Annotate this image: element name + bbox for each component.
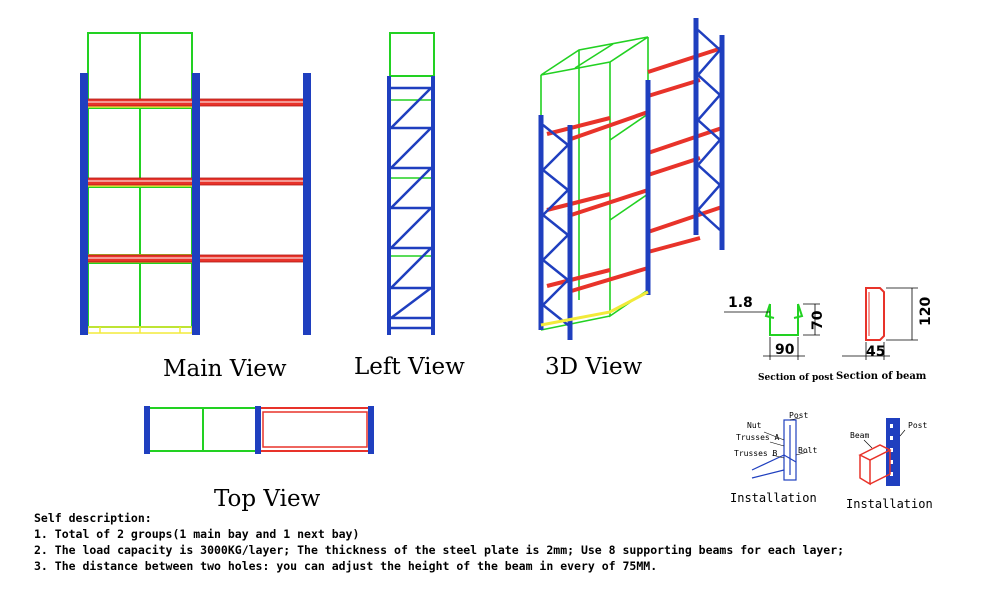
installation-right-drawing: Beam Post — [850, 418, 927, 486]
main-view-drawing — [80, 32, 311, 335]
installation-caption-left: Installation — [730, 491, 817, 505]
main-view-label: Main View — [163, 356, 287, 382]
post-thickness-label: 1.8 — [728, 295, 753, 311]
three-d-front-beams — [546, 110, 649, 294]
post-section-caption: Section of post — [758, 373, 834, 383]
beam-height-label: 120 — [918, 297, 934, 326]
post-depth-label: 70 — [810, 310, 826, 330]
left-view-frame — [387, 76, 435, 335]
left-view-load — [389, 32, 435, 77]
installation-post-label-right: Post — [908, 421, 927, 430]
beam-section-drawing — [865, 287, 885, 341]
description-line-3: 3. The distance between two holes: you c… — [34, 559, 658, 573]
beam-section-dimensions — [842, 287, 918, 360]
description-heading: Self description: — [34, 511, 152, 525]
beam-width-label: 45 — [866, 344, 885, 360]
top-view-drawing — [144, 406, 374, 454]
post-width-label: 90 — [775, 342, 795, 358]
three-d-pallet — [540, 290, 649, 327]
three-d-back-beams — [647, 46, 723, 254]
post-section-dimensions — [724, 303, 820, 360]
top-view-label: Top View — [214, 486, 321, 512]
installation-trusses-a-label: Trusses A — [736, 433, 780, 442]
left-view-drawing — [387, 32, 435, 335]
beam-section-caption: Section of beam — [836, 371, 927, 382]
left-view-label: Left View — [354, 354, 465, 380]
installation-nut-label: Nut — [747, 421, 762, 430]
installation-left-drawing: Nut Trusses A Trusses B Post Bolt — [734, 411, 817, 481]
installation-caption-right: Installation — [846, 497, 933, 511]
description-line-2: 2. The load capacity is 3000KG/layer; Th… — [34, 543, 845, 557]
installation-bolt-label: Bolt — [798, 446, 817, 455]
installation-post-label-left: Post — [789, 411, 808, 420]
installation-trusses-b-label: Trusses B — [734, 449, 778, 458]
three-d-uprights — [538, 18, 725, 340]
three-d-view-label: 3D View — [545, 354, 643, 380]
installation-beam-label: Beam — [850, 431, 869, 440]
post-section-drawing — [764, 303, 804, 336]
main-view-uprights — [80, 73, 311, 335]
three-d-view-drawing — [538, 18, 725, 340]
description-line-1: 1. Total of 2 groups(1 main bay and 1 ne… — [34, 527, 360, 541]
